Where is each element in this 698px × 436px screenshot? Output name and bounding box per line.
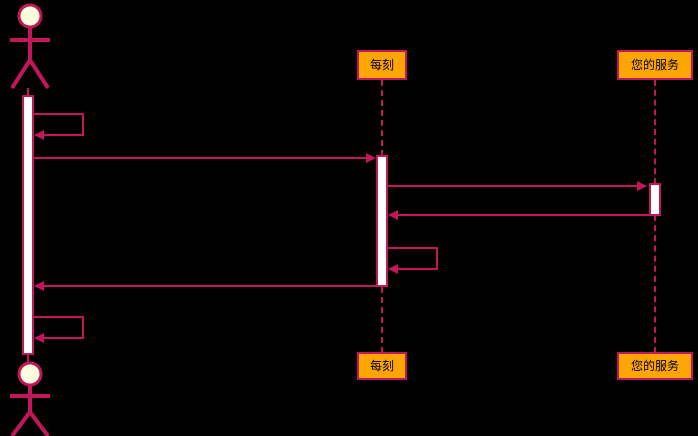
message-self-actor-2-bottom	[44, 337, 84, 339]
message-self-meike-arrowhead	[388, 264, 398, 274]
activation-bar-actor	[22, 95, 34, 355]
message-meike-to-service-arrowhead	[637, 181, 647, 191]
lifeline-actor-bottom	[27, 354, 29, 362]
lifeline-actor-top	[27, 88, 29, 96]
message-self-actor-1-arrowhead	[34, 130, 44, 140]
stick-figure-actor-icon	[10, 361, 50, 436]
lifeline-meike	[381, 80, 383, 156]
message-actor-to-meike-arrowhead	[366, 153, 376, 163]
message-self-meike-side	[436, 247, 438, 270]
message-self-actor-2-side	[82, 316, 84, 339]
participant-label-your-service-bottom: 您的服务	[630, 359, 679, 373]
message-self-actor-1-side	[82, 113, 84, 136]
message-self-meike-top	[388, 247, 438, 249]
actor-figure-bottom	[2, 360, 58, 436]
message-self-actor-2-arrowhead	[34, 333, 44, 343]
lifeline-your-service	[654, 80, 656, 184]
actor-figure-top	[2, 2, 58, 98]
message-meike-to-service-line	[388, 185, 637, 187]
participant-box-meike-top[interactable]: 每刻	[357, 50, 407, 80]
message-service-to-meike-line	[398, 214, 649, 216]
message-actor-to-meike-line	[34, 157, 368, 159]
participant-box-your-service-bottom[interactable]: 您的服务	[617, 352, 693, 380]
lifeline-meike-lower	[381, 287, 383, 353]
message-service-to-meike-arrowhead	[388, 210, 398, 220]
lifeline-your-service-lower	[654, 215, 656, 353]
participant-label-meike: 每刻	[369, 58, 394, 72]
message-self-actor-1-top	[34, 113, 84, 115]
participant-label-meike-bottom: 每刻	[369, 359, 394, 373]
stick-figure-actor-icon	[10, 3, 50, 90]
message-meike-to-actor-line	[44, 285, 376, 287]
participant-box-your-service-top[interactable]: 您的服务	[617, 50, 693, 80]
activation-bar-meike	[376, 155, 388, 287]
message-meike-to-actor-arrowhead	[34, 281, 44, 291]
participant-label-your-service: 您的服务	[630, 58, 679, 72]
message-self-actor-2-top	[34, 316, 84, 318]
activation-bar-your-service	[649, 183, 661, 216]
message-self-meike-bottom	[398, 268, 438, 270]
message-self-actor-1-bottom	[44, 134, 84, 136]
participant-box-meike-bottom[interactable]: 每刻	[357, 352, 407, 380]
